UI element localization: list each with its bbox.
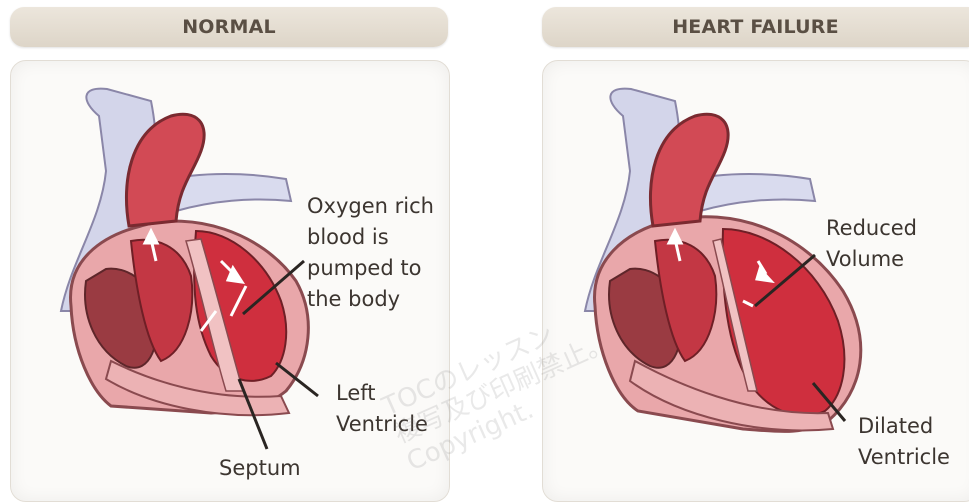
reduced-volume-label: Reduced Volume [826, 213, 917, 275]
left-ventricle-label: Left Ventricle [336, 378, 428, 440]
heart-failure-panel: Reduced Volume Dilated Ventricle [542, 60, 969, 502]
dilated-ventricle-label: Dilated Ventricle [858, 411, 950, 473]
heart-failure-header-label: HEART FAILURE [672, 16, 839, 38]
septum-label: Septum [219, 453, 301, 484]
normal-header-label: NORMAL [182, 16, 276, 38]
normal-header: NORMAL [10, 7, 448, 47]
oxygen-rich-label: Oxygen rich blood is pumped to the body [307, 191, 434, 315]
heart-failure-header: HEART FAILURE [542, 7, 969, 47]
normal-heart-panel: Oxygen rich blood is pumped to the body … [10, 60, 450, 502]
